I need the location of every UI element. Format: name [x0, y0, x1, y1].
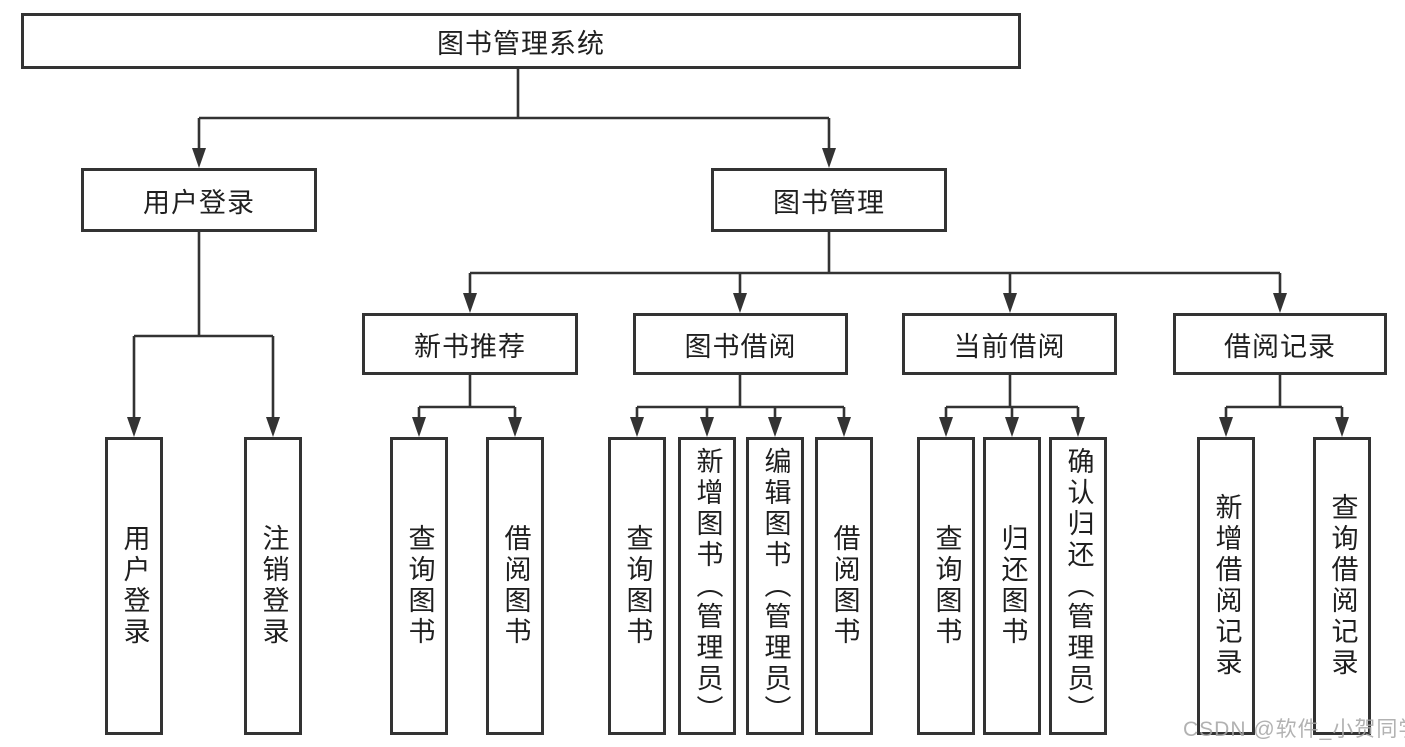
- node-current-borrow: 当前借阅: [902, 313, 1117, 375]
- leaf-logout-label: 注销登录: [258, 524, 289, 648]
- leaf-borrow-books-recommend: 借阅图书: [486, 437, 544, 735]
- leaf-borrow-books-recommend-label: 借阅图书: [500, 524, 531, 648]
- node-current-borrow-label: 当前借阅: [953, 331, 1066, 362]
- leaf-query-borrow-record: 查询借阅记录: [1313, 437, 1371, 735]
- node-borrow-records-label: 借阅记录: [1224, 331, 1336, 362]
- leaf-user-login: 用户登录: [105, 437, 163, 735]
- node-new-book-recommend-label: 新书推荐: [414, 331, 526, 362]
- node-new-book-recommend: 新书推荐: [362, 313, 578, 375]
- connector-root: [192, 69, 836, 168]
- node-root: 图书管理系统: [21, 13, 1021, 69]
- leaf-add-borrow-record-label: 新增借阅记录: [1211, 493, 1242, 679]
- node-book-borrow-label: 图书借阅: [684, 331, 797, 362]
- leaf-logout: 注销登录: [244, 437, 302, 735]
- leaf-query-books-borrow-label: 查询图书: [622, 524, 653, 648]
- leaf-return-books: 归还图书: [983, 437, 1041, 735]
- connector-user-login: [127, 232, 280, 437]
- leaf-query-books-current: 查询图书: [917, 437, 975, 735]
- leaf-query-books-recommend-label: 查询图书: [404, 524, 435, 648]
- node-user-login-label: 用户登录: [143, 187, 255, 218]
- node-user-login: 用户登录: [81, 168, 317, 232]
- node-book-borrow: 图书借阅: [633, 313, 848, 375]
- leaf-borrow-books: 借阅图书: [815, 437, 873, 735]
- leaf-edit-books-admin: 编辑图书（管理员）: [746, 437, 804, 735]
- node-borrow-records: 借阅记录: [1173, 313, 1387, 375]
- connector-book-management: [463, 232, 1287, 313]
- leaf-add-books-admin: 新增图书（管理员）: [678, 437, 736, 735]
- leaf-borrow-books-label: 借阅图书: [829, 524, 860, 648]
- leaf-query-books-current-label: 查询图书: [931, 524, 962, 648]
- node-book-management: 图书管理: [711, 168, 947, 232]
- leaf-query-books-borrow: 查询图书: [608, 437, 666, 735]
- connector-borrow-records: [1219, 375, 1349, 437]
- connector-new-book-recommend: [412, 375, 522, 437]
- node-book-management-label: 图书管理: [773, 187, 885, 218]
- leaf-add-books-admin-label: 新增图书（管理员）: [692, 446, 723, 726]
- leaf-add-borrow-record: 新增借阅记录: [1197, 437, 1255, 735]
- connector-book-borrow: [630, 375, 851, 437]
- leaf-confirm-return-admin: 确认归还（管理员）: [1049, 437, 1107, 735]
- leaf-return-books-label: 归还图书: [997, 524, 1028, 648]
- node-root-label: 图书管理系统: [437, 28, 605, 59]
- connector-current-borrow: [939, 375, 1085, 437]
- leaf-query-borrow-record-label: 查询借阅记录: [1327, 493, 1358, 679]
- leaf-query-books-recommend: 查询图书: [390, 437, 448, 735]
- leaf-confirm-return-admin-label: 确认归还（管理员）: [1063, 446, 1094, 726]
- watermark: CSDN @软件_小贺同学: [1183, 718, 1405, 741]
- leaf-edit-books-admin-label: 编辑图书（管理员）: [760, 446, 791, 726]
- leaf-user-login-label: 用户登录: [119, 524, 150, 648]
